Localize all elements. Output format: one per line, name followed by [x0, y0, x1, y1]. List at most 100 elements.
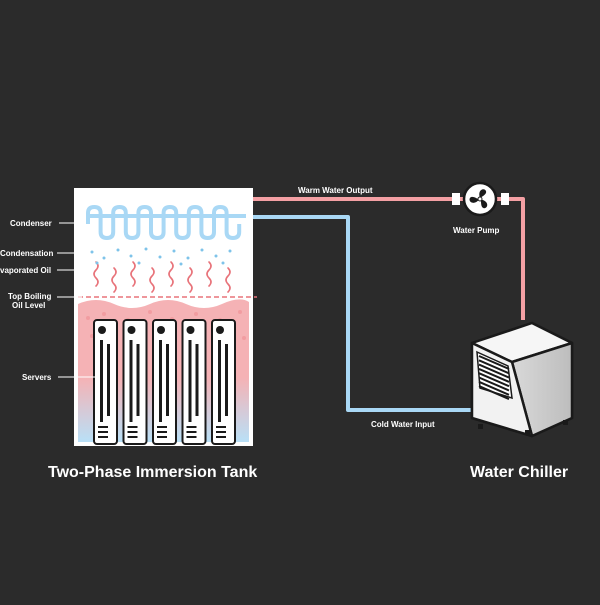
chiller-grille [476, 350, 513, 401]
label-cold-water-input: Cold Water Input [371, 420, 435, 429]
server-vent [186, 431, 197, 433]
server-vent [157, 426, 167, 428]
immersion-tank [74, 188, 257, 446]
evaporated-oil-vapor [93, 261, 231, 293]
label-condensation: Condensation [0, 249, 53, 258]
grille-slat [478, 376, 510, 392]
server-power-led [186, 326, 195, 334]
droplet [129, 254, 133, 258]
chiller-title: Water Chiller [470, 464, 568, 481]
fan-icon [469, 189, 488, 209]
vapor-squiggle [206, 261, 212, 287]
droplet [158, 255, 162, 259]
droplet [137, 261, 141, 265]
tank-annotations: Condenser Condensation vaporated Oil Top… [0, 219, 96, 382]
server-power-led [157, 326, 165, 334]
grille-slat [478, 363, 510, 379]
server-chassis [93, 319, 118, 445]
server-slot-right [195, 344, 199, 416]
water-pump[interactable] [452, 181, 509, 217]
label-servers: Servers [22, 373, 52, 382]
server-vent [127, 436, 138, 438]
server-slot-right [166, 344, 169, 416]
droplet [179, 262, 183, 266]
server-vent [216, 436, 226, 438]
server-power-led [127, 326, 136, 334]
server-vent [127, 431, 138, 433]
cold-water-pipe [240, 215, 480, 412]
server-chassis [181, 319, 207, 445]
server-slot-left [188, 340, 192, 422]
server-slot-right [136, 344, 140, 416]
server-vent [127, 426, 138, 428]
droplet [186, 256, 190, 260]
vapor-squiggle [225, 267, 231, 293]
server-blade-icon [211, 319, 236, 445]
server-slot-right [107, 344, 110, 416]
server-chassis [122, 319, 148, 445]
grille-slat [478, 380, 510, 396]
label-water-pump: Water Pump [453, 226, 499, 235]
label-condenser: Condenser [10, 219, 52, 228]
vapor-squiggle [149, 267, 155, 293]
grille-slat [478, 372, 510, 388]
oil-bubble [242, 336, 246, 340]
server-vent [216, 431, 226, 433]
droplet [200, 248, 204, 252]
droplet [228, 249, 232, 253]
vapor-squiggle [111, 267, 117, 293]
server-vent [98, 431, 108, 433]
condensation-droplets [90, 247, 232, 266]
oil-bubble [86, 316, 90, 320]
pump-flange-left [452, 193, 460, 205]
droplet [221, 261, 225, 265]
server-chassis [152, 319, 177, 445]
label-evaporated-oil: vaporated Oil [0, 266, 51, 275]
label-top-boiling: Top Boiling [8, 292, 52, 301]
grille-slat [478, 385, 510, 401]
server-slot-left [159, 340, 162, 422]
vapor-squiggle [93, 261, 99, 287]
server-blade-icon [181, 319, 207, 445]
droplet [90, 250, 94, 254]
server-power-led [98, 326, 106, 334]
droplet [144, 247, 148, 251]
server-slot-left [100, 340, 103, 422]
server-vent [98, 436, 108, 438]
tank-title: Two-Phase Immersion Tank [48, 464, 257, 481]
condenser-coil [84, 203, 246, 242]
droplet [95, 261, 99, 265]
chiller-unit-icon[interactable] [470, 321, 574, 438]
server-blade-icon [152, 319, 177, 445]
server-blade-icon [93, 319, 118, 445]
droplet [102, 256, 106, 260]
vapor-squiggle [130, 261, 136, 287]
vapor-squiggle [187, 267, 193, 293]
droplet [172, 249, 176, 253]
server-power-led [216, 326, 224, 334]
droplet [116, 248, 120, 252]
grille-slat [478, 359, 510, 375]
label-warm-water-output: Warm Water Output [298, 186, 373, 195]
server-blade-icon [122, 319, 148, 445]
pump-flange-right [501, 193, 509, 205]
grille-slat [478, 355, 510, 370]
oil-bubble [102, 312, 106, 316]
droplet [214, 254, 218, 258]
server-slot-right [225, 344, 228, 416]
server-vent [186, 436, 197, 438]
oil-bubble [238, 310, 242, 314]
oil-bubble [148, 310, 152, 314]
server-slot-left [129, 340, 133, 422]
oil-bubble [194, 312, 198, 316]
server-vent [157, 431, 167, 433]
server-chassis [211, 319, 236, 445]
server-rack [93, 319, 236, 445]
server-vent [157, 436, 167, 438]
label-oil-level: Oil Level [12, 301, 45, 310]
server-vent [98, 426, 108, 428]
server-slot-left [218, 340, 221, 422]
grille-slat [478, 367, 510, 383]
